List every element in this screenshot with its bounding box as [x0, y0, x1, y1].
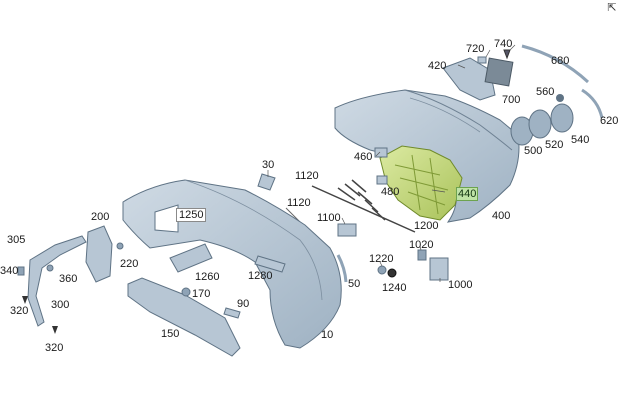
- part-560-clip: [556, 94, 564, 102]
- label-1220: 1220: [369, 253, 394, 265]
- part-1220: [377, 265, 387, 275]
- part-50-strip: [336, 254, 348, 283]
- label-320-upper: 320: [10, 305, 29, 317]
- label-1120-lower: 1120: [287, 197, 311, 209]
- label-520: 520: [545, 139, 564, 151]
- part-340: [17, 266, 25, 276]
- label-10: 10: [321, 329, 334, 341]
- part-1260: [169, 243, 213, 273]
- part-90: [223, 307, 241, 319]
- label-1200: 1200: [414, 220, 439, 232]
- part-305-strut: [27, 235, 87, 327]
- bumper-cover-upper-edge-2: [409, 97, 481, 133]
- expand-icon[interactable]: ⇱: [607, 2, 617, 14]
- label-680: 680: [551, 55, 570, 67]
- part-1020: [417, 249, 427, 261]
- label-460: 460: [354, 151, 373, 163]
- part-1100: [337, 223, 357, 237]
- label-300: 300: [51, 299, 70, 311]
- label-1250-boxed: 1250: [176, 208, 207, 222]
- label-360: 360: [59, 273, 78, 285]
- label-1280: 1280: [248, 270, 273, 282]
- label-480: 480: [381, 186, 400, 198]
- part-320-screw-upper: [22, 296, 28, 304]
- label-1260: 1260: [195, 271, 220, 283]
- label-500: 500: [524, 145, 543, 157]
- carrier-bracket-ribs: [394, 154, 449, 215]
- label-50: 50: [348, 278, 361, 290]
- part-620-strip: [581, 88, 604, 119]
- part-200-bracket: [85, 225, 113, 283]
- part-1240: [387, 268, 397, 278]
- label-340: 340: [0, 265, 19, 277]
- label-540: 540: [571, 134, 590, 146]
- part-480: [376, 175, 388, 185]
- label-1240: 1240: [382, 282, 407, 294]
- part-520-sensor: [528, 109, 552, 139]
- label-420: 420: [428, 60, 447, 72]
- part-1000: [429, 257, 449, 281]
- label-560: 560: [536, 86, 555, 98]
- label-1020: 1020: [409, 239, 434, 251]
- part-1280: [254, 255, 286, 273]
- part-170: [181, 287, 191, 297]
- label-90: 90: [237, 298, 250, 310]
- label-440-highlighted: 440: [456, 187, 479, 201]
- label-1000: 1000: [448, 279, 473, 291]
- part-150-bracket: [127, 277, 241, 357]
- label-1100: 1100: [317, 212, 341, 224]
- part-680-strip: [521, 44, 590, 84]
- part-540-sensor: [550, 103, 574, 133]
- part-460: [374, 147, 388, 158]
- label-305: 305: [7, 234, 26, 246]
- part-320-screw-lower: [52, 326, 58, 334]
- label-150: 150: [161, 328, 180, 340]
- leader-lines: [267, 44, 516, 282]
- label-700: 700: [502, 94, 521, 106]
- label-30: 30: [262, 159, 275, 171]
- label-320-lower: 320: [45, 342, 64, 354]
- part-720: [477, 56, 487, 64]
- wiring-1120: [311, 179, 416, 233]
- bumper-cover-main-edge: [184, 179, 323, 301]
- label-200: 200: [91, 211, 110, 223]
- part-700-plate: [484, 57, 514, 87]
- label-400: 400: [492, 210, 511, 222]
- label-620: 620: [600, 115, 619, 127]
- label-220: 220: [120, 258, 139, 270]
- label-720: 720: [466, 43, 485, 55]
- label-1120-upper: 1120: [295, 170, 319, 182]
- part-740-screw: [503, 49, 511, 60]
- label-170: 170: [192, 288, 211, 300]
- part-420-bracket: [442, 57, 496, 101]
- bumper-cover-upper-edge: [404, 89, 513, 151]
- part-30: [257, 173, 276, 191]
- part-220: [116, 242, 124, 250]
- part-360: [46, 264, 54, 272]
- bumper-cover-main-cutout: [154, 204, 179, 233]
- label-740: 740: [494, 38, 513, 50]
